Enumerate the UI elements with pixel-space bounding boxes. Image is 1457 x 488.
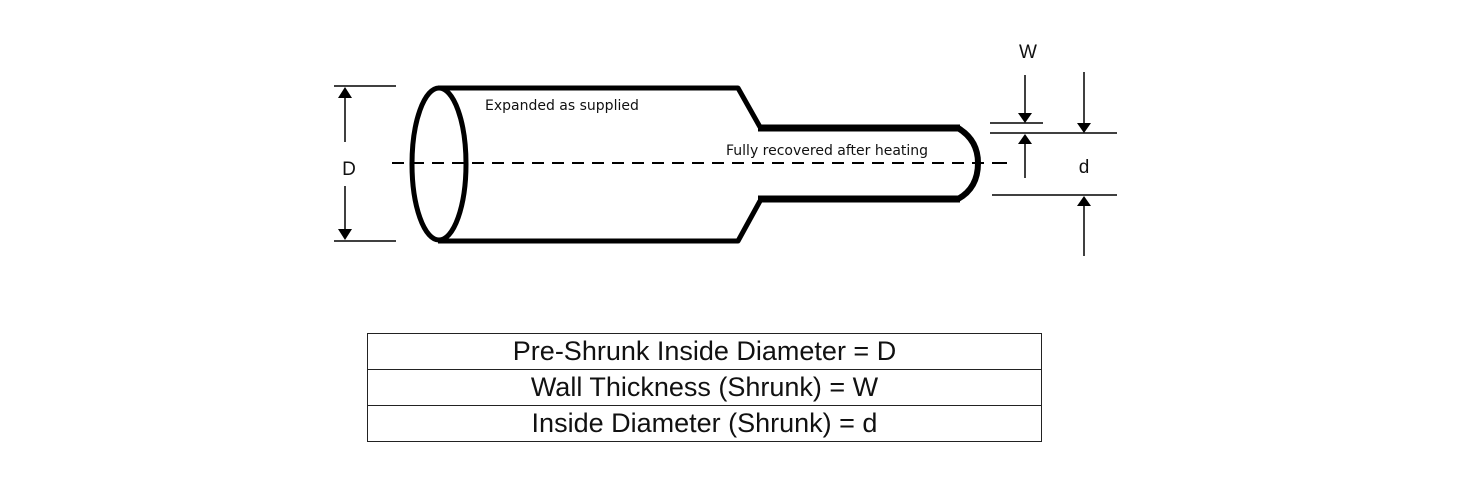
expanded-tube-bottom-edge (438, 199, 763, 244)
legend-row: Wall Thickness (Shrunk) = W (367, 369, 1042, 406)
dim-d-arrow-down-icon (1077, 123, 1091, 133)
legend-row-label: Inside Diameter (Shrunk) = d (367, 405, 1042, 442)
dim-d-label: d (1079, 157, 1090, 178)
dim-D-arrow-down-icon (338, 229, 352, 240)
legend-row: Pre-Shrunk Inside Diameter = D (367, 333, 1042, 370)
expanded-tube-top-edge (438, 85, 763, 129)
dim-D-label: D (342, 159, 356, 180)
dim-W-arrow-down-icon (1018, 113, 1032, 123)
legend-row-label: Wall Thickness (Shrunk) = W (367, 369, 1042, 406)
legend-table: Pre-Shrunk Inside Diameter = D Wall Thic… (367, 333, 1042, 442)
recovered-label: Fully recovered after heating (726, 143, 928, 159)
dim-D-arrow-up-icon (338, 87, 352, 98)
dim-d-arrow-up-icon (1077, 196, 1091, 206)
dim-W-label: W (1019, 42, 1037, 63)
dim-W-arrow-up-icon (1018, 134, 1032, 144)
recovered-tube (758, 124, 982, 203)
legend-row: Inside Diameter (Shrunk) = d (367, 405, 1042, 442)
expanded-label: Expanded as supplied (485, 98, 639, 114)
dimension-D (334, 85, 396, 242)
dimension-W-d (990, 72, 1117, 256)
legend-row-label: Pre-Shrunk Inside Diameter = D (367, 333, 1042, 370)
tubing-diagram: D W d Expanded as supplied Fully recover… (334, 42, 1117, 256)
